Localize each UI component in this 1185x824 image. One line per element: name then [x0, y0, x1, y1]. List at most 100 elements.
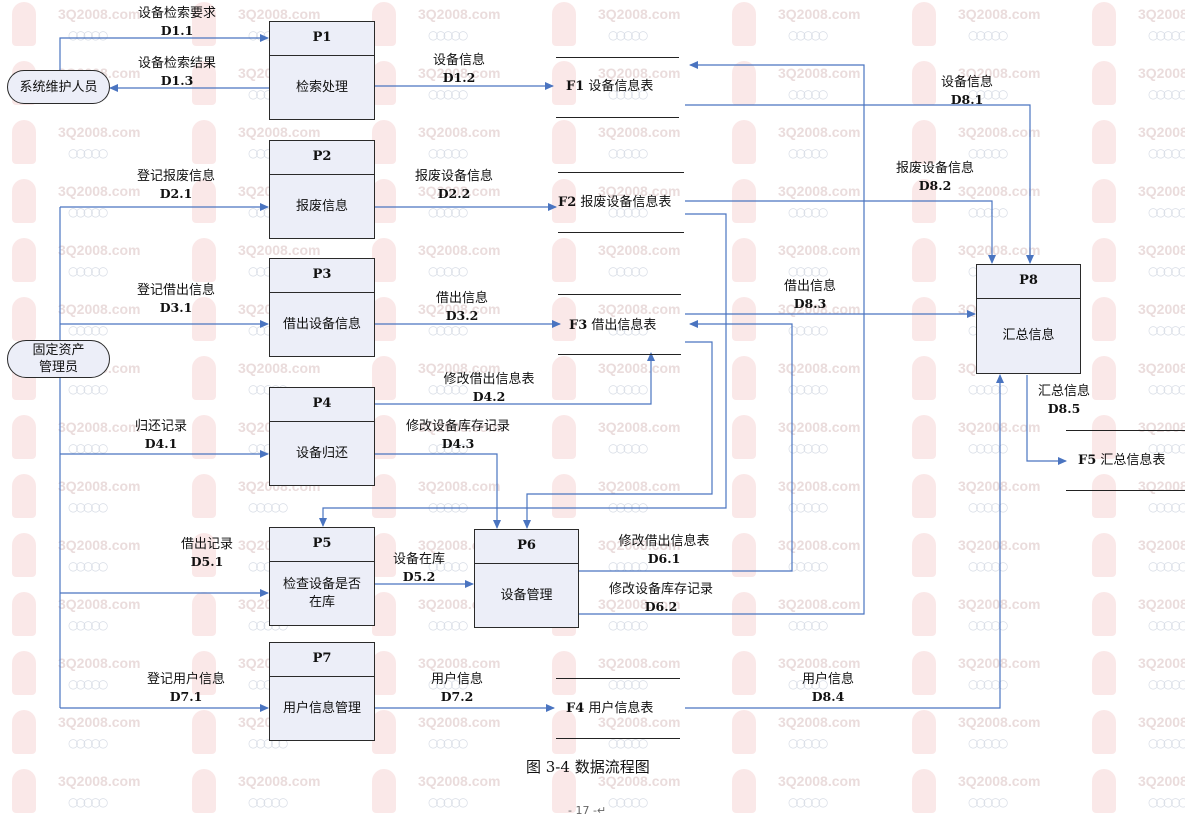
watermark-rings-icon: ○○○○○ — [68, 500, 108, 514]
store-f3-bottom — [558, 354, 681, 355]
watermark-rings-icon: ○○○○○ — [968, 205, 1008, 219]
data-store-f1: F1 设备信息表 — [566, 75, 653, 94]
watermark-logo-icon — [732, 120, 756, 164]
watermark-logo-icon — [12, 297, 36, 341]
watermark-rings-icon: ○○○○○ — [788, 795, 828, 809]
process-id: P3 — [270, 259, 374, 293]
watermark-logo-icon — [192, 120, 216, 164]
watermark-text: 3Q2008.com — [598, 537, 681, 553]
watermark-text: 3Q2008.com — [778, 419, 861, 435]
watermark-logo-icon — [912, 120, 936, 164]
watermark-logo-icon — [372, 120, 396, 164]
watermark-rings-icon: ○○○○○ — [608, 677, 648, 691]
watermark-rings-icon: ○○○○○ — [1148, 736, 1185, 750]
store-id: F3 — [569, 318, 588, 333]
watermark-rings-icon: ○○○○○ — [1148, 618, 1185, 632]
watermark-text: 3Q2008.com — [958, 714, 1041, 730]
watermark-logo-icon — [12, 592, 36, 636]
watermark-logo-icon — [12, 238, 36, 282]
store-f1-bottom — [556, 117, 679, 118]
watermark-rings-icon: ○○○○○ — [788, 618, 828, 632]
watermark-rings-icon: ○○○○○ — [968, 28, 1008, 42]
watermark-rings-icon: ○○○○○ — [68, 382, 108, 396]
watermark-logo-icon — [912, 61, 936, 105]
watermark-logo-icon — [372, 297, 396, 341]
watermark-logo-icon — [912, 592, 936, 636]
watermark-text: 3Q2008.com — [238, 773, 321, 789]
watermark-rings-icon: ○○○○○ — [968, 795, 1008, 809]
watermark-logo-icon — [1092, 651, 1116, 695]
watermark-rings-icon: ○○○○○ — [428, 146, 468, 160]
watermark-text: 3Q2008.com — [1138, 6, 1185, 22]
watermark-text: 3Q2008.com — [238, 242, 321, 258]
watermark-logo-icon — [1092, 2, 1116, 46]
watermark-text: 3Q2008.com — [418, 65, 501, 81]
watermark-text: 3Q2008.com — [778, 301, 861, 317]
watermark-text: 3Q2008.com — [1138, 301, 1185, 317]
flow-line-d8-1 — [685, 104, 1034, 264]
watermark-rings-icon: ○○○○○ — [788, 441, 828, 455]
watermark-logo-icon — [552, 356, 576, 400]
watermark-logo-icon — [1092, 474, 1116, 518]
watermark-logo-icon — [912, 533, 936, 577]
watermark-text: 3Q2008.com — [1138, 124, 1185, 140]
watermark-logo-icon — [912, 651, 936, 695]
watermark-text: 3Q2008.com — [778, 183, 861, 199]
watermark-rings-icon: ○○○○○ — [608, 382, 648, 396]
watermark-rings-icon: ○○○○○ — [788, 736, 828, 750]
watermark-rings-icon: ○○○○○ — [68, 677, 108, 691]
watermark-logo-icon — [12, 651, 36, 695]
watermark-rings-icon: ○○○○○ — [608, 87, 648, 101]
watermark-rings-icon: ○○○○○ — [608, 559, 648, 573]
watermark-logo-icon — [1092, 238, 1116, 282]
watermark-text: 3Q2008.com — [958, 419, 1041, 435]
watermark-logo-icon — [552, 769, 576, 813]
process-p5: P5 检查设备是否 在库 — [269, 527, 375, 626]
watermark-rings-icon: ○○○○○ — [608, 205, 648, 219]
store-f5-bottom — [1066, 490, 1185, 491]
watermark-rings-icon: ○○○○○ — [428, 795, 468, 809]
watermark-rings-icon: ○○○○○ — [68, 146, 108, 160]
watermark-rings-icon: ○○○○○ — [68, 205, 108, 219]
process-name: 借出设备信息 — [282, 316, 361, 332]
watermark-logo-icon — [552, 651, 576, 695]
watermark-text: 3Q2008.com — [418, 773, 501, 789]
watermark-logo-icon — [912, 297, 936, 341]
watermark-text: 3Q2008.com — [238, 124, 321, 140]
watermark-rings-icon: ○○○○○ — [68, 264, 108, 278]
watermark-logo-icon — [912, 769, 936, 813]
watermark-rings-icon: ○○○○○ — [968, 87, 1008, 101]
watermark-text: 3Q2008.com — [778, 773, 861, 789]
watermark-rings-icon: ○○○○○ — [788, 559, 828, 573]
watermark-text: 3Q2008.com — [58, 6, 141, 22]
watermark-rings-icon: ○○○○○ — [428, 559, 468, 573]
watermark-rings-icon: ○○○○○ — [788, 323, 828, 337]
watermark-text: 3Q2008.com — [1138, 714, 1185, 730]
store-id: F5 — [1078, 453, 1097, 468]
watermark-logo-icon — [1092, 415, 1116, 459]
flow-line-d6-1 — [578, 320, 793, 572]
watermark-logo-icon — [732, 474, 756, 518]
flow-line-d8-5 — [1026, 375, 1067, 465]
external-entity-label: 系统维护人员 — [19, 79, 98, 95]
watermark-logo-icon — [372, 769, 396, 813]
process-p7: P7 用户信息管理 — [269, 642, 375, 741]
data-store-f2: F2 报废设备信息表 — [558, 191, 671, 210]
watermark-rings-icon: ○○○○○ — [788, 205, 828, 219]
watermark-text: 3Q2008.com — [418, 478, 501, 494]
external-entity-maintainer: 系统维护人员 — [7, 70, 110, 104]
process-p2: P2 报废信息 — [269, 140, 375, 239]
watermark-logo-icon — [12, 769, 36, 813]
store-f2-bottom — [558, 232, 684, 233]
watermark-text: 3Q2008.com — [598, 655, 681, 671]
watermark-text: 3Q2008.com — [598, 714, 681, 730]
process-id: P4 — [270, 388, 374, 422]
watermark-rings-icon: ○○○○○ — [608, 323, 648, 337]
watermark-text: 3Q2008.com — [598, 242, 681, 258]
watermark-text: 3Q2008.com — [58, 124, 141, 140]
watermark-text: 3Q2008.com — [598, 301, 681, 317]
